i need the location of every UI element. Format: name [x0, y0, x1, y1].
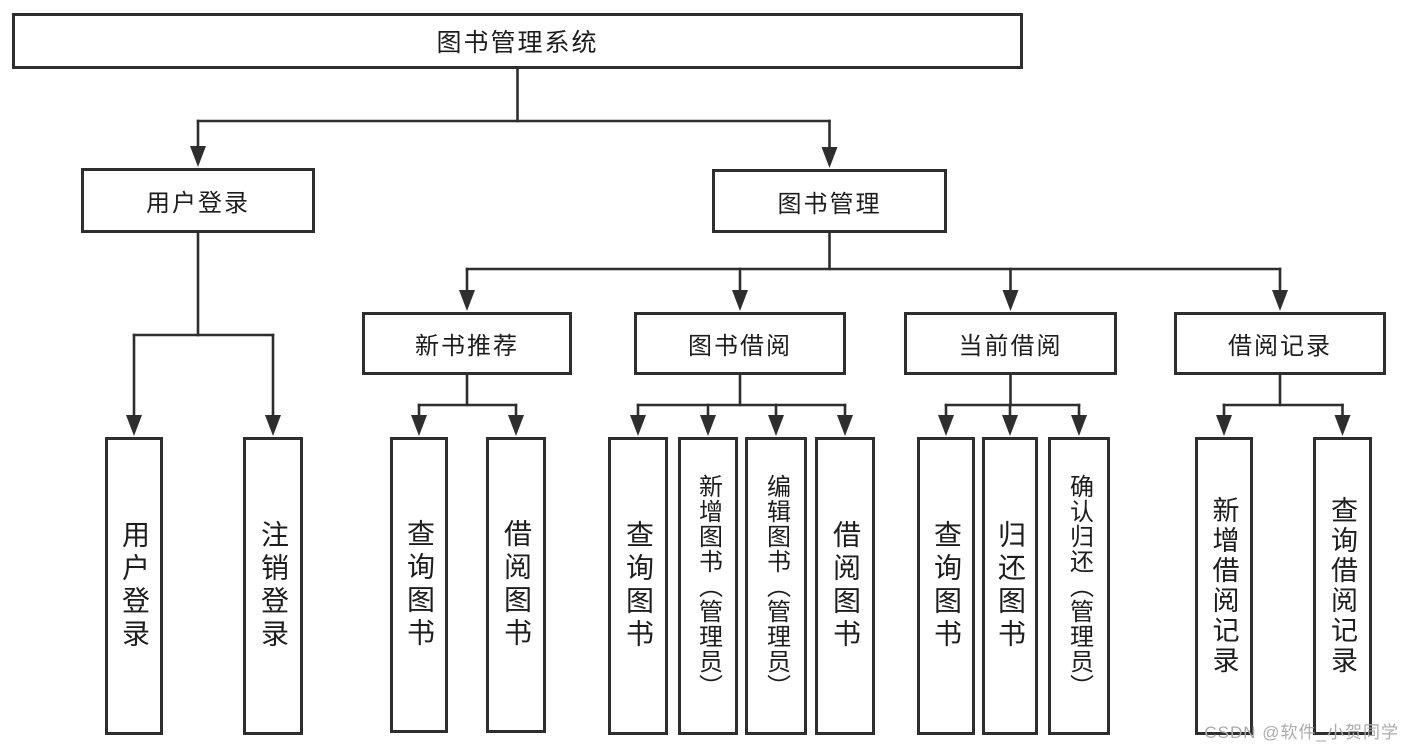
node-label-book-mgmt: 图书管理: [777, 190, 882, 218]
node-label-br-add: 新增借阅记录: [1208, 496, 1239, 676]
arrowhead: [265, 415, 281, 436]
node-borrow-record: 借阅记录: [1174, 312, 1386, 375]
edge-book-borrow: [630, 373, 853, 436]
arrowhead: [700, 415, 716, 436]
arrowhead: [938, 415, 954, 436]
node-cb-query: 查询图书: [917, 437, 975, 735]
edge-new-book-rec: [411, 373, 524, 436]
node-label-cb-return: 归还图书: [995, 520, 1026, 652]
node-label-current-borrow: 当前借阅: [958, 333, 1063, 360]
node-cb-return: 归还图书: [982, 437, 1038, 735]
node-label-logout: 注销登录: [258, 520, 289, 652]
node-label-user-login: 用户登录: [146, 190, 250, 217]
node-label-root: 图书管理系统: [436, 29, 599, 57]
watermark: CSDN @软件_小贺同学: [1204, 723, 1399, 742]
arrowhead: [459, 290, 475, 311]
node-bb-borrow: 借阅图书: [815, 437, 875, 735]
arrowhead: [1272, 290, 1288, 311]
arrowhead: [630, 415, 646, 436]
node-login: 用户登录: [105, 437, 163, 735]
node-current-borrow: 当前借阅: [904, 312, 1117, 375]
arrowhead: [837, 415, 853, 436]
arrowhead: [1334, 415, 1351, 436]
edge-user-login: [126, 231, 281, 436]
arrowhead: [190, 146, 206, 167]
node-cb-confirm: 确认归还（管理员）: [1048, 437, 1110, 735]
arrowhead: [508, 415, 524, 436]
node-label-login: 用户登录: [119, 520, 150, 652]
node-new-book-rec: 新书推荐: [362, 312, 572, 375]
node-book-borrow: 图书借阅: [634, 312, 846, 375]
arrowhead: [821, 147, 838, 168]
arrowhead: [1071, 415, 1087, 436]
edge-book-mgmt: [459, 231, 1288, 311]
node-nbr-query: 查询图书: [390, 437, 448, 733]
node-label-bb-query: 查询图书: [623, 520, 654, 652]
node-label-book-borrow: 图书借阅: [688, 333, 792, 360]
node-label-nbr-query: 查询图书: [404, 519, 435, 651]
node-bb-edit: 编辑图书（管理员）: [745, 437, 807, 735]
arrowhead: [1216, 415, 1232, 436]
node-bb-add: 新增图书（管理员）: [678, 437, 738, 735]
node-label-new-book-rec: 新书推荐: [415, 333, 519, 360]
edge-root: [190, 67, 838, 168]
edge-borrow-record: [1216, 373, 1351, 436]
node-label-bb-borrow: 借阅图书: [830, 520, 861, 652]
node-book-mgmt: 图书管理: [712, 169, 947, 233]
node-br-query: 查询借阅记录: [1313, 437, 1372, 735]
node-nbr-borrow: 借阅图书: [486, 437, 546, 733]
arrowhead: [126, 415, 142, 436]
node-label-nbr-borrow: 借阅图书: [501, 519, 532, 651]
node-logout: 注销登录: [243, 437, 303, 735]
node-user-login: 用户登录: [81, 168, 315, 233]
node-label-cb-query: 查询图书: [931, 520, 962, 652]
node-label-borrow-record: 借阅记录: [1228, 333, 1332, 360]
arrowhead: [732, 290, 748, 311]
node-label-bb-edit: 编辑图书（管理员）: [762, 473, 790, 699]
node-br-add: 新增借阅记录: [1195, 437, 1253, 735]
node-label-bb-add: 新增图书（管理员）: [694, 473, 722, 699]
edge-current-borrow: [938, 373, 1087, 436]
node-label-cb-confirm: 确认归还（管理员）: [1065, 473, 1093, 699]
arrowhead: [1002, 290, 1019, 311]
node-label-br-query: 查询借阅记录: [1327, 496, 1357, 676]
node-bb-query: 查询图书: [608, 437, 668, 735]
arrowhead: [411, 415, 427, 436]
node-root: 图书管理系统: [12, 13, 1023, 69]
arrowhead: [768, 415, 784, 436]
arrowhead: [1002, 415, 1018, 436]
